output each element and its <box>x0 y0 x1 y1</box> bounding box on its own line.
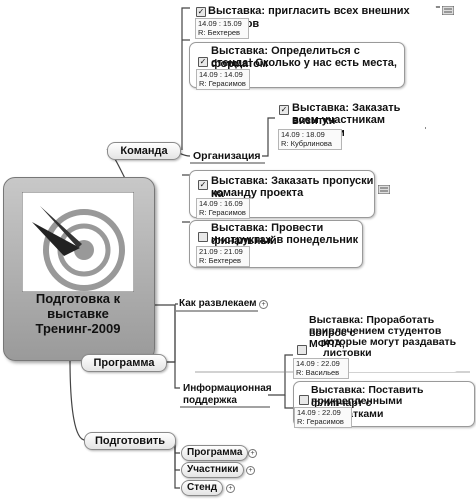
task-resource: R: Кубрлинова <box>281 139 332 148</box>
kak-razvlekaem-underline <box>176 310 258 312</box>
task-card-1[interactable]: ✓ Выставка: пригласить всех внешних трен… <box>190 1 436 39</box>
branch-info-line2[interactable]: поддержка <box>183 395 237 406</box>
task-card-7[interactable]: Выставка: Поставить флипчарт с прикрепле… <box>293 381 475 428</box>
task-title-line1: Выставка: Определиться с форматом <box>211 45 360 70</box>
task-meta: 14.09 : 15.09 R: Бехтерев <box>195 18 249 39</box>
task-title-line3: которые могут раздавать <box>323 336 457 348</box>
task-meta: 14.09 : 22.09 R: Васильев <box>293 358 349 379</box>
info-underline <box>180 406 270 408</box>
task-title-line1: Выставка: Провести финальный <box>211 222 324 247</box>
central-title-line3: Тренинг-2009 <box>35 321 121 336</box>
task-dates: 14.09 : 14.09 <box>199 70 243 79</box>
organizaciya-underline <box>190 162 265 164</box>
branch-podgotovit[interactable]: Подготовить <box>84 432 176 450</box>
note-icon <box>378 185 390 194</box>
task-meta: 14.09 : 22.09 R: Герасимов <box>294 407 352 428</box>
prep-uchastniki[interactable]: Участники <box>181 462 245 478</box>
task-title-line4: листовки <box>323 347 372 359</box>
task-card-4[interactable]: ✓ Выставка: Заказать пропуски на команду… <box>189 170 375 219</box>
expand-icon[interactable]: + <box>226 484 235 493</box>
task-resource: R: Бехтерев <box>199 256 242 265</box>
task-card-5[interactable]: Выставка: Провести финальный инструктаж … <box>189 220 363 268</box>
expand-icon[interactable]: + <box>248 449 257 458</box>
task-title-line1: Выставка: Заказать визитки <box>292 102 401 127</box>
prep-stend[interactable]: Стенд <box>181 480 224 496</box>
task-title-line2: команду проекта <box>211 187 304 199</box>
task-meta: 21.09 : 21.09 R: Бехтерев <box>196 246 250 267</box>
task-dates: 14.09 : 18.09 <box>281 130 325 139</box>
task-meta: 14.09 : 14.09 R: Герасимов <box>196 69 250 90</box>
expand-icon[interactable]: + <box>259 300 268 309</box>
task-resource: R: Герасимов <box>297 417 344 426</box>
expand-icon[interactable]: + <box>246 466 255 475</box>
target-icon <box>22 192 134 292</box>
task-checkbox[interactable]: ✓ <box>198 57 208 67</box>
task-dates: 14.09 : 16.09 <box>199 199 243 208</box>
task-checkbox[interactable]: ✓ <box>198 180 208 190</box>
note-icon <box>442 6 454 15</box>
central-topic-title: Подготовка к выставке Тренинг-2009 <box>3 291 153 336</box>
branch-komanda[interactable]: Команда <box>107 142 181 160</box>
task-dates: 14.09 : 22.09 <box>296 359 340 368</box>
central-topic[interactable] <box>3 177 155 361</box>
task-title-line1: Выставка: Проработать вопрос с <box>309 314 435 339</box>
task-meta: 14.09 : 18.09 R: Кубрлинова <box>278 129 342 150</box>
task-resource: R: Васильев <box>296 368 340 377</box>
task-checkbox[interactable]: ✓ <box>279 105 289 115</box>
task-title-line2: привлечением студентов МФПА, <box>309 325 442 350</box>
branch-kak-razvlekaem[interactable]: Как развлекаем <box>179 298 257 309</box>
task-resource: R: Бехтерев <box>198 28 241 37</box>
task-checkbox[interactable] <box>299 395 309 405</box>
task-resource: R: Герасимов <box>199 208 246 217</box>
task-resource: R: Герасимов <box>199 79 246 88</box>
task-card-3[interactable]: ✓ Выставка: Заказать визитки всем участн… <box>275 100 425 150</box>
prep-programma[interactable]: Программа <box>181 445 249 461</box>
task-meta: 14.09 : 16.09 R: Герасимов <box>196 198 250 219</box>
branch-info-line1[interactable]: Информационная <box>183 383 272 394</box>
central-title-line1: Подготовка к <box>35 291 121 306</box>
task-title-line2: инструктаж в понедельник <box>211 234 359 246</box>
task-title-line1: Выставка: Поставить флипчарт с <box>311 384 424 409</box>
central-title-line2: выставке <box>47 306 109 321</box>
task-checkbox[interactable] <box>198 232 208 242</box>
task-checkbox[interactable]: ✓ <box>196 7 206 17</box>
task-card-6[interactable]: Выставка: Проработать вопрос с привлечен… <box>293 312 461 379</box>
branch-organizaciya[interactable]: Организация <box>193 150 261 162</box>
task-checkbox[interactable] <box>297 345 307 355</box>
task-card-2[interactable]: ✓ Выставка: Определиться с форматом стен… <box>189 42 405 90</box>
branch-programma[interactable]: Программа <box>81 354 167 372</box>
task-dates: 14.09 : 22.09 <box>297 408 341 417</box>
task-dates: 14.09 : 15.09 <box>198 19 242 28</box>
task-title-line1: Выставка: Заказать пропуски на <box>211 175 374 200</box>
task-dates: 21.09 : 21.09 <box>199 247 243 256</box>
